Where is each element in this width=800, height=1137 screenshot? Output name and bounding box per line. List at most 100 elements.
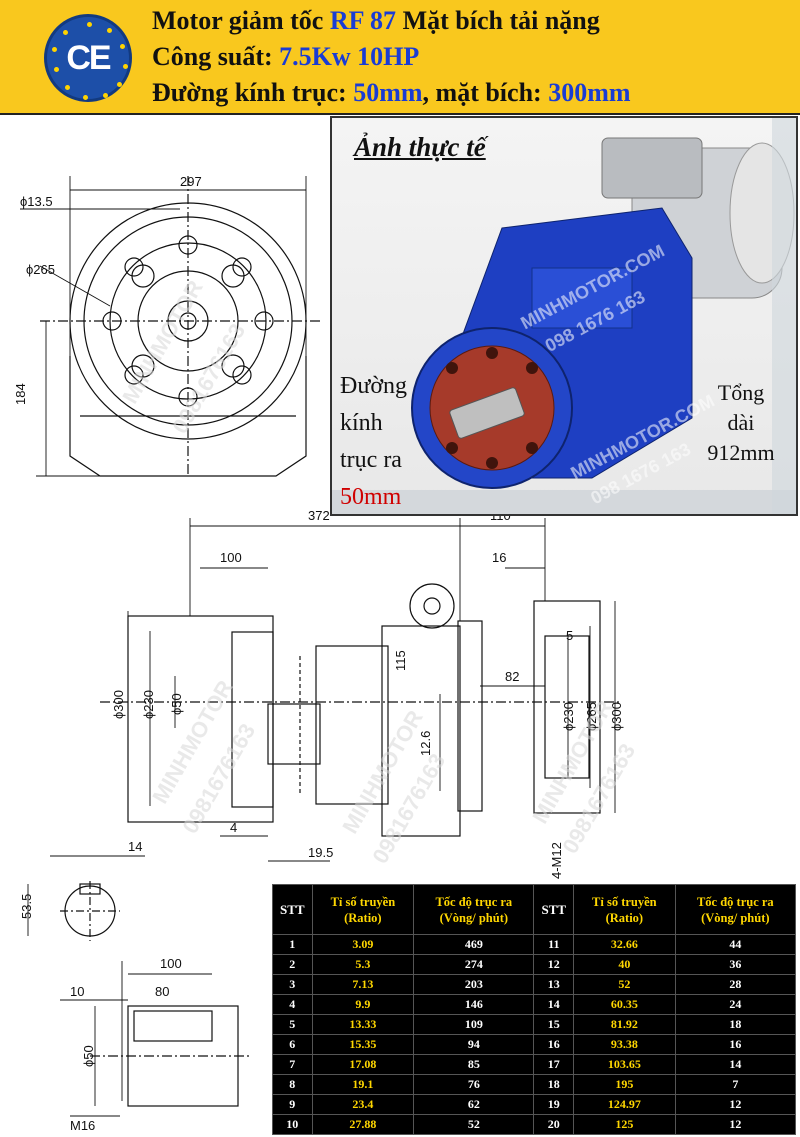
ce-logo: CE	[44, 14, 132, 102]
dim-184: 184	[13, 383, 28, 405]
cell-ratio: 9.9	[311, 994, 415, 1015]
cell-speed: 18	[674, 1014, 797, 1035]
dim-d265-front: ϕ265	[26, 262, 55, 277]
side-view-dimension-lines	[127, 518, 616, 862]
cell-speed: 109	[413, 1014, 535, 1035]
cell-speed: 14	[674, 1054, 797, 1075]
dim-19-5: 19.5	[308, 845, 333, 860]
dim-d230-left: ϕ230	[141, 690, 156, 719]
table-header-row: STT Tỉ số truyền(Ratio) Tốc độ trục ra(V…	[272, 884, 797, 935]
dim-4: 4	[230, 820, 237, 835]
cell-stt: 2	[272, 954, 313, 975]
motor-photo: MINHMOTOR.COM 098 1676 163 MINHMOTOR.COM…	[332, 118, 796, 514]
title-banner: CE Motor giảm tốc RF 87 Mặt bích tải nặn…	[0, 0, 800, 115]
model-name: RF 87	[329, 6, 397, 35]
cell-stt: 17	[533, 1054, 575, 1075]
cell-speed: 76	[413, 1074, 535, 1095]
header-stt-left: STT	[272, 884, 313, 935]
front-view-drawing	[40, 176, 320, 477]
cell-ratio: 32.66	[573, 934, 676, 955]
dim-d300-left: ϕ300	[111, 690, 126, 719]
dim-14: 14	[128, 839, 142, 854]
cell-ratio: 195	[573, 1074, 676, 1095]
cell-ratio: 7.13	[311, 974, 415, 995]
cell-speed: 469	[413, 934, 535, 955]
title-line-3: Đường kính trục: 50mm, mặt bích: 300mm	[152, 78, 631, 107]
cell-speed: 62	[413, 1094, 535, 1115]
cell-stt: 9	[272, 1094, 313, 1115]
cell-speed: 28	[674, 974, 797, 995]
ratio-speed-table: STT Tỉ số truyền(Ratio) Tốc độ trục ra(V…	[272, 884, 797, 1135]
dim-shaft-10: 10	[70, 984, 84, 999]
cell-stt: 12	[533, 954, 575, 975]
length-caption: Tổng dài 912mm	[696, 378, 786, 468]
cell-stt: 10	[272, 1114, 313, 1135]
cell-speed: 146	[413, 994, 535, 1015]
cell-stt: 3	[272, 974, 313, 995]
cell-stt: 5	[272, 1014, 313, 1035]
cell-ratio: 17.08	[311, 1054, 415, 1075]
dim-shaft-d50: ϕ50	[81, 1045, 96, 1067]
title-line-2: Công suất: 7.5Kw 10HP	[152, 42, 420, 71]
cell-ratio: 81.92	[573, 1014, 676, 1035]
cell-stt: 20	[533, 1114, 575, 1135]
cell-speed: 7	[674, 1074, 797, 1095]
dim-shaft-80: 80	[155, 984, 169, 999]
cell-ratio: 27.88	[311, 1114, 415, 1135]
cell-stt: 18	[533, 1074, 575, 1095]
title-line-1: Motor giảm tốc RF 87 Mặt bích tải nặng	[152, 6, 600, 35]
header-stt-right: STT	[533, 884, 575, 935]
dim-4-m12: 4-M12	[549, 842, 564, 879]
header-speed-right: Tốc độ trục ra(Vòng/ phút)	[674, 884, 797, 935]
cell-stt: 11	[533, 934, 575, 955]
cell-stt: 13	[533, 974, 575, 995]
cell-ratio: 124.97	[573, 1094, 676, 1115]
dim-12-6: 12.6	[418, 731, 433, 756]
dim-297: 297	[180, 174, 202, 189]
cell-speed: 12	[674, 1114, 797, 1135]
dim-d300-right: ϕ300	[609, 702, 624, 731]
header-ratio-right: Tỉ số truyền(Ratio)	[573, 884, 676, 935]
cell-stt: 15	[533, 1014, 575, 1035]
technical-drawing: 297 ϕ13.5 ϕ265 184 372 110 100 16 5 82 1…	[13, 174, 640, 1133]
cell-ratio: 93.38	[573, 1034, 676, 1055]
cell-ratio: 23.4	[311, 1094, 415, 1115]
length-caption-value: 912mm	[707, 440, 775, 465]
cell-ratio: 125	[573, 1114, 676, 1135]
header-ratio-left: Tỉ số truyền(Ratio)	[311, 884, 415, 935]
dim-372: 372	[308, 508, 330, 523]
dim-53-5: 53.5	[19, 894, 34, 919]
photo-title: Ảnh thực tế	[354, 132, 486, 162]
dim-82: 82	[505, 669, 519, 684]
dim-d50-side: ϕ50	[169, 693, 184, 715]
dim-d265-right: ϕ265	[584, 702, 599, 731]
dim-100: 100	[220, 550, 242, 565]
cell-speed: 203	[413, 974, 535, 995]
dim-shaft-100: 100	[160, 956, 182, 971]
key-section-drawing	[27, 855, 145, 941]
side-view-drawing	[100, 583, 620, 837]
cell-ratio: 15.35	[311, 1034, 415, 1055]
cell-speed: 85	[413, 1054, 535, 1075]
cell-speed: 274	[413, 954, 535, 975]
cell-ratio: 3.09	[311, 934, 415, 955]
cell-speed: 12	[674, 1094, 797, 1115]
cell-stt: 16	[533, 1034, 575, 1055]
cell-stt: 6	[272, 1034, 313, 1055]
cell-ratio: 19.1	[311, 1074, 415, 1095]
cell-ratio: 40	[573, 954, 676, 975]
cell-stt: 4	[272, 994, 313, 1015]
cell-ratio: 52	[573, 974, 676, 995]
cell-stt: 7	[272, 1054, 313, 1075]
cell-ratio: 60.35	[573, 994, 676, 1015]
cell-speed: 36	[674, 954, 797, 975]
dim-m16: M16	[70, 1118, 95, 1133]
dim-16: 16	[492, 550, 506, 565]
